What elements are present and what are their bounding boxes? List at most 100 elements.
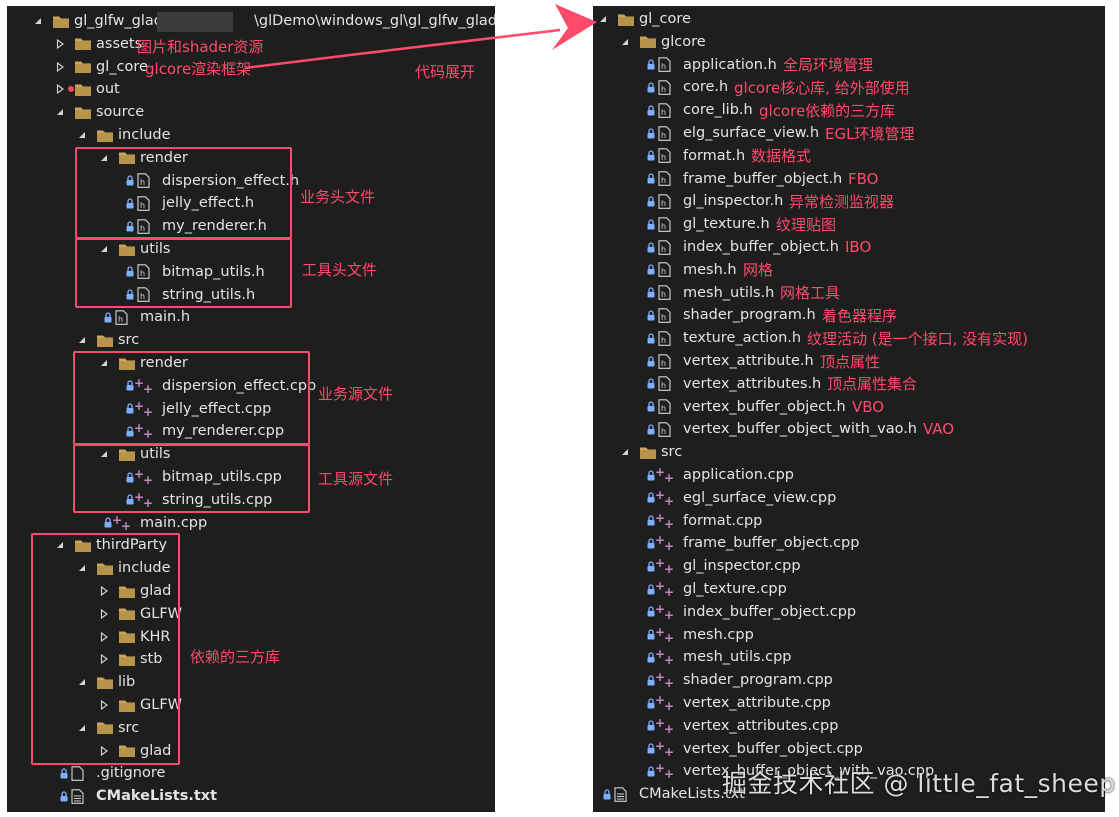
expanded-caret-icon[interactable] <box>98 448 110 460</box>
folder-row[interactable]: thirdParty <box>7 534 495 556</box>
collapsed-caret-icon[interactable] <box>54 83 66 95</box>
collapsed-caret-icon[interactable] <box>98 631 110 643</box>
folder-row[interactable]: src <box>7 329 495 351</box>
folder-row[interactable]: src <box>7 717 495 739</box>
expanded-caret-icon[interactable] <box>76 676 88 688</box>
collapsed-caret-icon[interactable] <box>54 61 66 73</box>
expanded-caret-icon[interactable] <box>54 539 66 551</box>
file-row[interactable]: ++gl_inspector.cpp <box>593 555 1105 577</box>
expanded-caret-icon[interactable] <box>619 36 631 48</box>
folder-row[interactable]: utils <box>7 443 495 465</box>
file-row[interactable]: ++mesh.cpp <box>593 624 1105 646</box>
expanded-caret-icon[interactable] <box>597 13 609 25</box>
file-row[interactable]: ++shader_program.cpp <box>593 669 1105 691</box>
folder-row[interactable]: gl_core <box>593 8 1105 30</box>
folder-row[interactable]: out <box>7 78 495 100</box>
cpp-file-icon: ++ <box>654 738 675 759</box>
expanded-caret-icon[interactable] <box>619 446 631 458</box>
header-file-icon: h <box>137 196 150 211</box>
folder-row[interactable]: glad <box>7 580 495 602</box>
collapsed-caret-icon[interactable] <box>98 745 110 757</box>
folder-row[interactable]: render <box>7 147 495 169</box>
file-row[interactable]: ++my_renderer.cpp <box>7 420 495 442</box>
folder-row[interactable]: assets <box>7 33 495 55</box>
header-file-icon: h <box>658 102 671 118</box>
folder-row[interactable]: utils <box>7 238 495 260</box>
file-row[interactable]: ++main.cpp <box>7 512 495 534</box>
collapsed-caret-icon[interactable] <box>98 608 110 620</box>
folder-row[interactable]: source <box>7 101 495 123</box>
file-row[interactable]: .gitignore <box>7 762 495 784</box>
file-row[interactable]: CMakeLists.txt <box>7 785 495 807</box>
file-row[interactable]: ++index_buffer_object.cpp <box>593 601 1105 623</box>
folder-row[interactable]: include <box>7 557 495 579</box>
collapsed-caret-icon[interactable] <box>98 585 110 597</box>
file-row[interactable]: ++string_utils.cpp <box>7 489 495 511</box>
folder-row[interactable]: gl_core <box>7 56 495 78</box>
file-row[interactable]: ++vertex_buffer_object.cpp <box>593 738 1105 760</box>
collapsed-caret-icon[interactable] <box>98 699 110 711</box>
file-row[interactable]: ++vertex_buffer_object_with_vao.cpp <box>593 760 1105 782</box>
folder-row[interactable]: GLFW <box>7 603 495 625</box>
file-row[interactable]: CMakeLists.txt <box>593 783 1105 805</box>
folder-row[interactable]: include <box>7 124 495 146</box>
expanded-caret-icon[interactable] <box>98 152 110 164</box>
folder-row[interactable]: render <box>7 352 495 374</box>
file-row[interactable]: ++dispersion_effect.cpp <box>7 375 495 397</box>
folder-row[interactable]: glcore <box>593 31 1105 53</box>
collapsed-caret-icon[interactable] <box>98 653 110 665</box>
file-row[interactable]: ++vertex_attribute.cpp <box>593 692 1105 714</box>
expanded-caret-icon[interactable] <box>76 722 88 734</box>
folder-row[interactable]: src <box>593 441 1105 463</box>
expanded-caret-icon[interactable] <box>54 106 66 118</box>
file-row[interactable]: ++gl_texture.cpp <box>593 578 1105 600</box>
file-row[interactable]: ++format.cpp <box>593 510 1105 532</box>
collapsed-caret-icon[interactable] <box>54 38 66 50</box>
expanded-caret-icon[interactable] <box>32 15 44 27</box>
folder-row[interactable]: gl_glfw_glad (\glDemo\windows_gl\gl_glfw… <box>7 10 495 32</box>
file-row[interactable]: ++bitmap_utils.cpp <box>7 466 495 488</box>
expanded-caret-icon[interactable] <box>98 357 110 369</box>
header-file-icon: h <box>658 194 671 209</box>
folder-row[interactable]: glad <box>7 740 495 762</box>
expanded-caret-icon[interactable] <box>76 334 88 346</box>
file-row[interactable]: ++frame_buffer_object.cpp <box>593 532 1105 554</box>
lock-icon <box>647 378 655 389</box>
expanded-caret-icon[interactable] <box>76 562 88 574</box>
folder-row[interactable]: GLFW <box>7 694 495 716</box>
file-row[interactable]: ++egl_surface_view.cpp <box>593 487 1105 509</box>
file-row[interactable]: ++jelly_effect.cpp <box>7 398 495 420</box>
file-row[interactable]: ++application.cpp <box>593 464 1105 486</box>
expanded-caret-icon[interactable] <box>98 243 110 255</box>
folder-row[interactable]: stb <box>7 648 495 670</box>
folder-row[interactable]: KHR <box>7 626 495 648</box>
folder-row[interactable]: lib <box>7 671 495 693</box>
lock-icon <box>603 789 611 800</box>
file-row[interactable]: ++mesh_utils.cpp <box>593 646 1105 668</box>
expanded-caret-icon[interactable] <box>76 129 88 141</box>
file-row[interactable]: ++vertex_attributes.cpp <box>593 715 1105 737</box>
